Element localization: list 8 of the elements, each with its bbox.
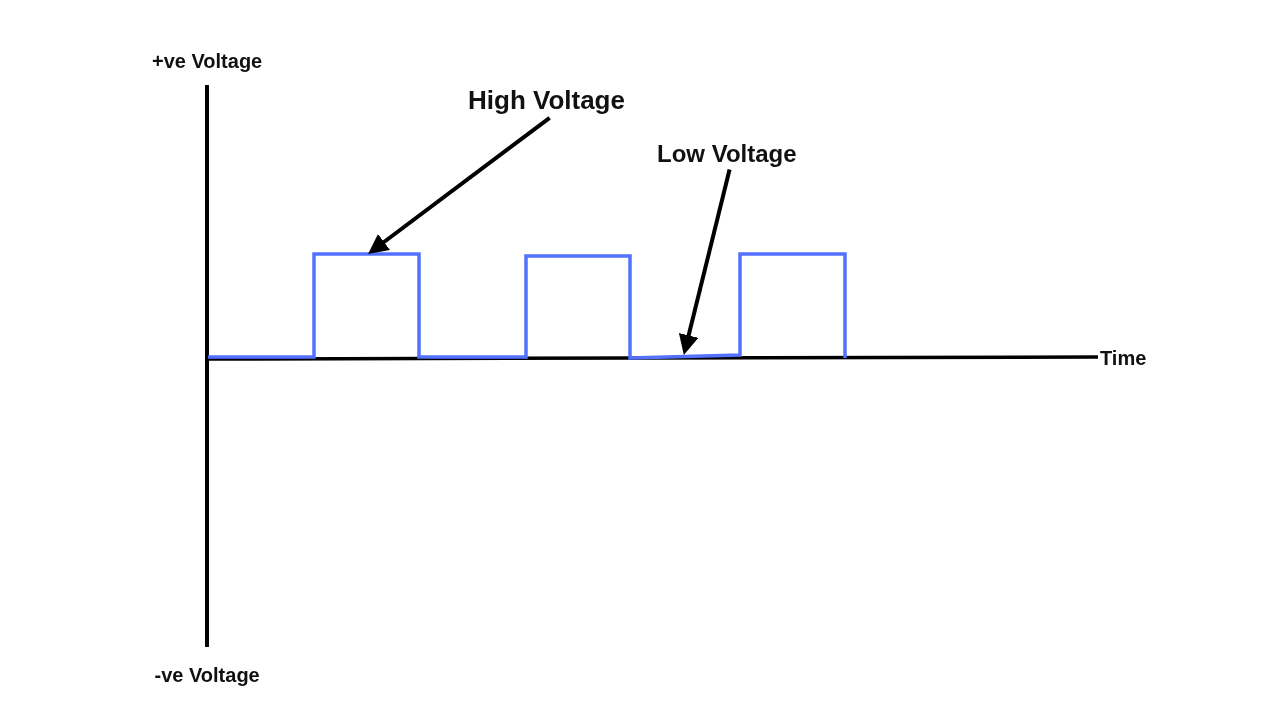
annotation-label: High Voltage (468, 86, 625, 116)
leader-arrow (368, 116, 551, 254)
leader-arrow (678, 169, 732, 355)
axis-label: -ve Voltage (154, 663, 260, 687)
annotation-label: Low Voltage (657, 140, 797, 168)
axis-label: Time (1100, 346, 1147, 370)
axis-label: +ve Voltage (152, 49, 263, 73)
square-wave (208, 252, 847, 360)
